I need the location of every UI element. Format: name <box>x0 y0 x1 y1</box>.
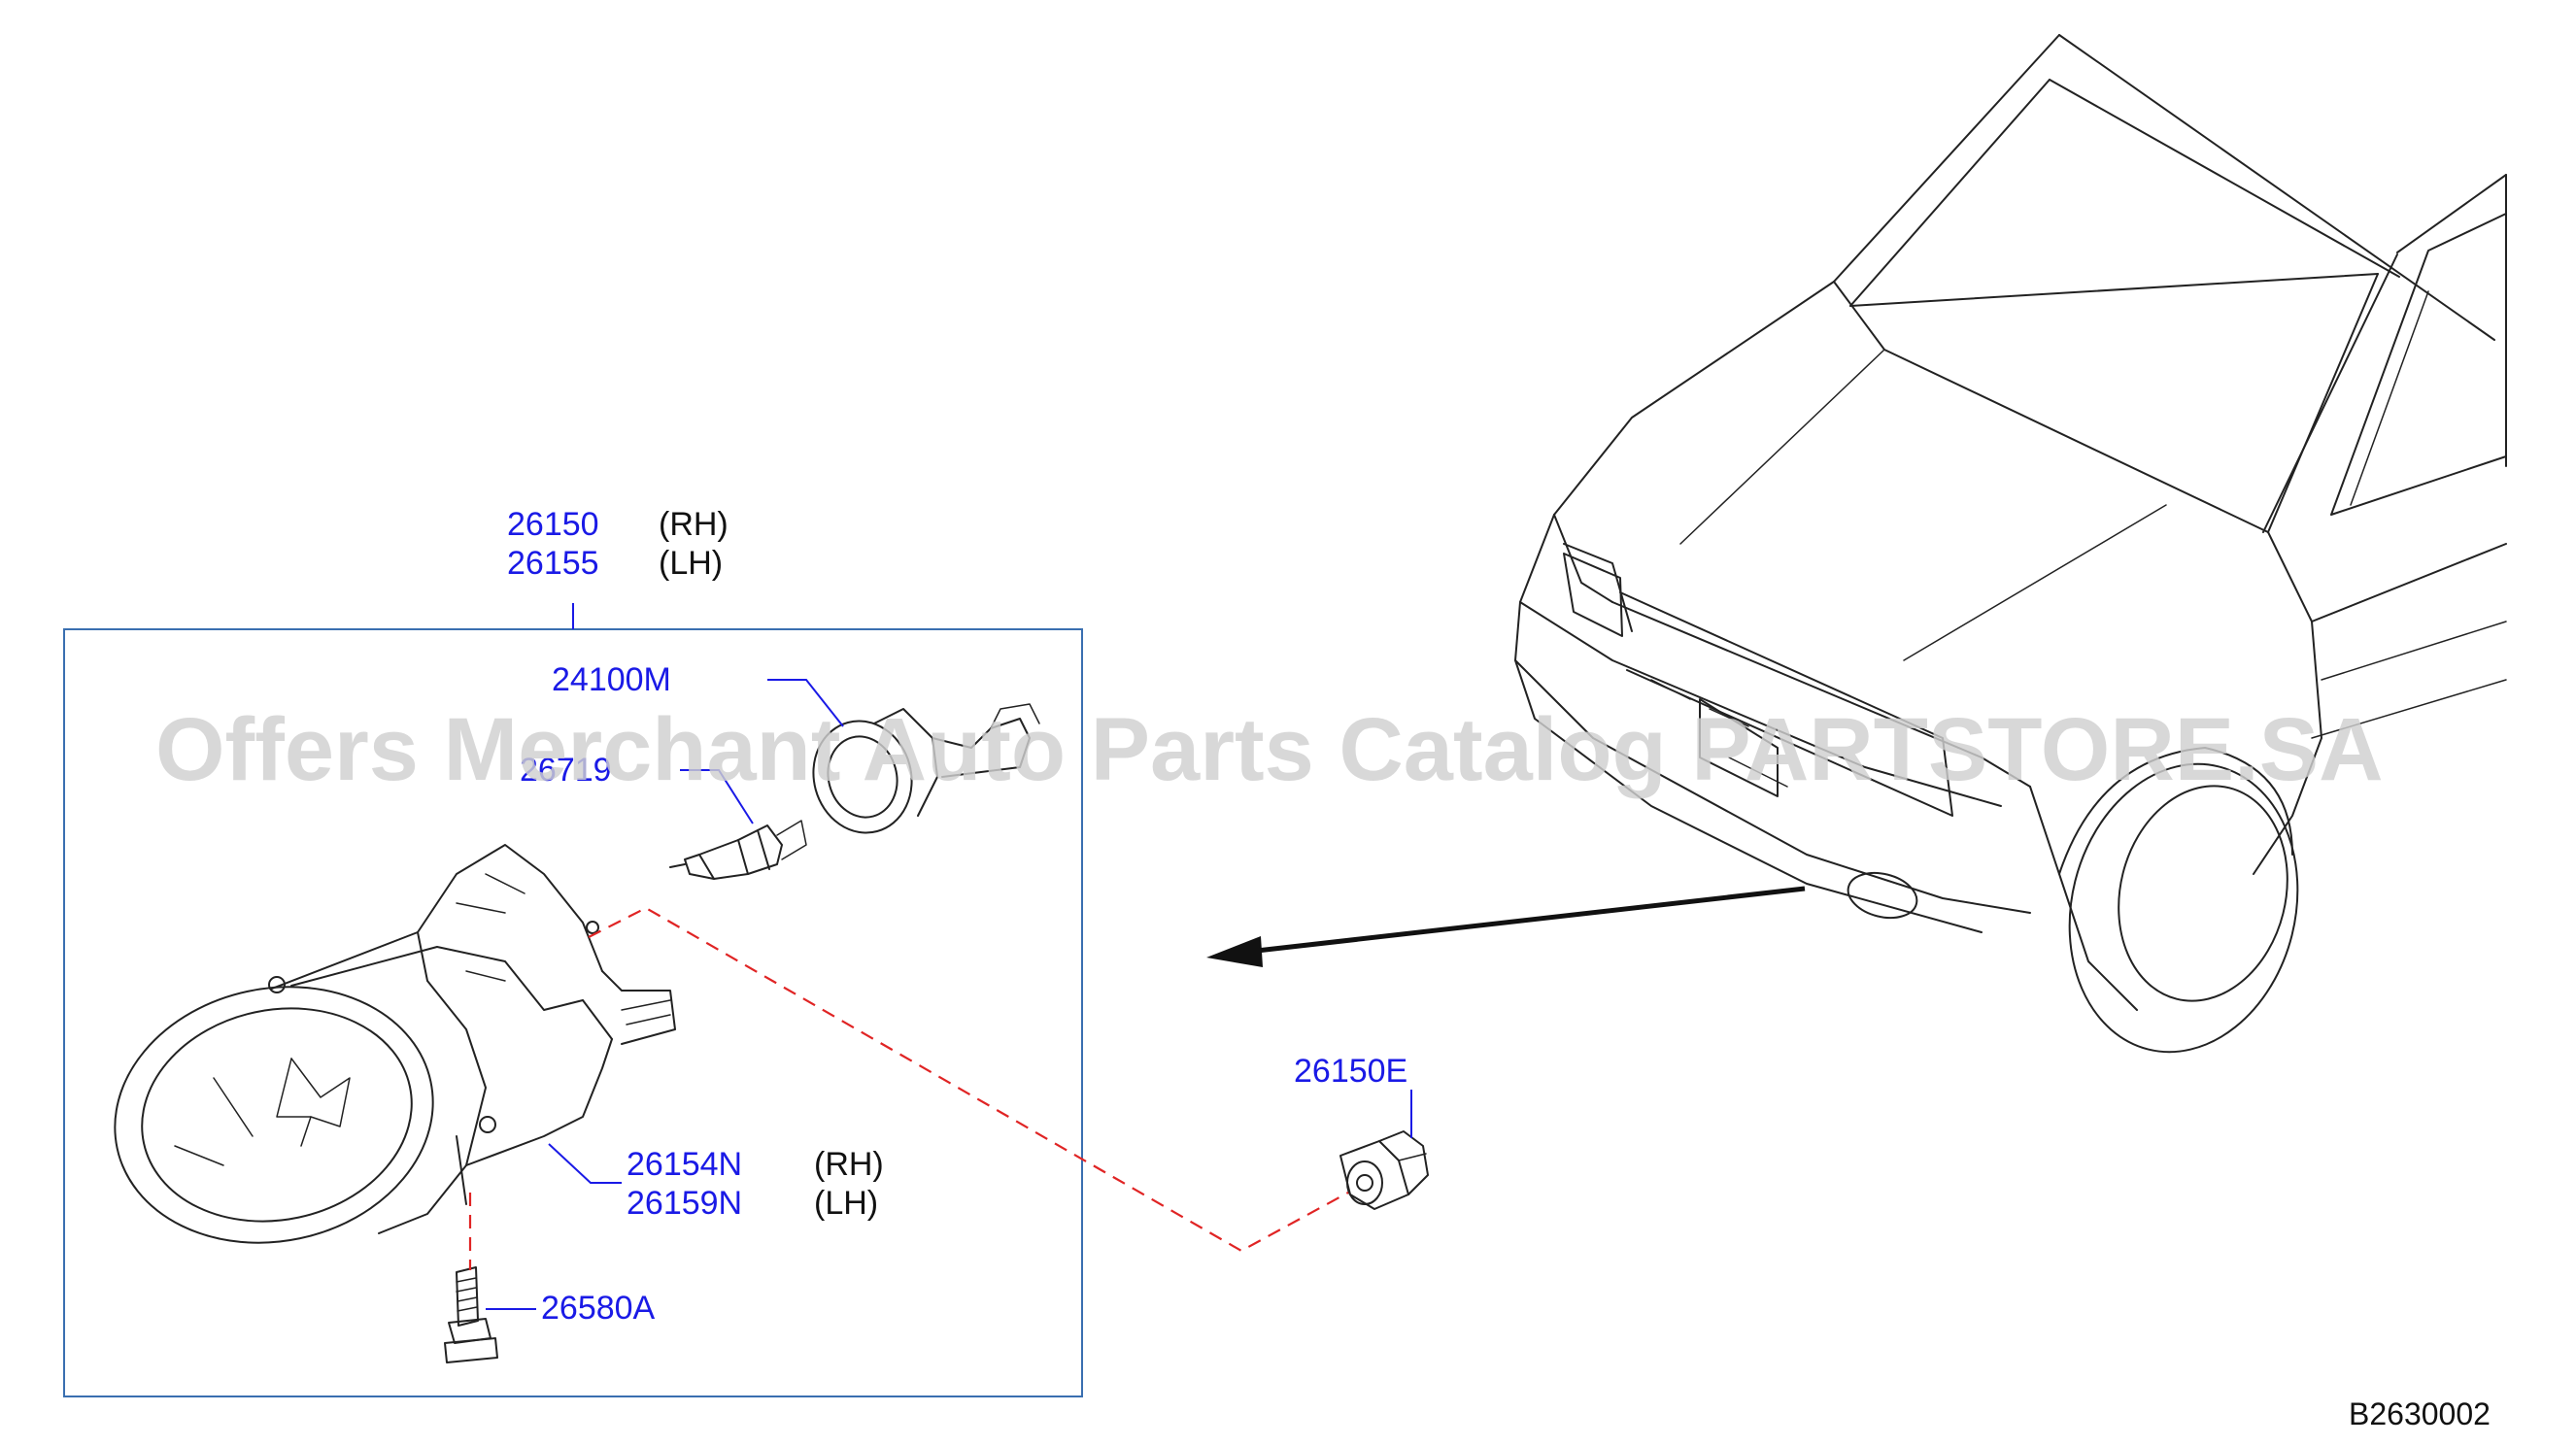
label-bolt-pn[interactable]: 26580A <box>541 1290 656 1327</box>
label-housing-rh-side: (RH) <box>659 506 729 543</box>
label-lamp-rh-side: (RH) <box>814 1146 884 1183</box>
label-lamp-lh-pn[interactable]: 26159N <box>627 1185 742 1222</box>
watermark-text: Offers Merchant Auto Parts Catalog PARTS… <box>155 700 2384 799</box>
vehicle-illustration <box>1514 34 2507 1054</box>
leader-bulb <box>680 769 754 824</box>
label-lamp-lh-side: (LH) <box>814 1185 878 1222</box>
label-housing-rh-pn[interactable]: 26150 <box>507 506 599 543</box>
leader-lamp <box>548 1143 622 1184</box>
label-socket-pn[interactable]: 24100M <box>552 661 671 698</box>
label-lamp-rh-pn[interactable]: 26154N <box>627 1146 742 1183</box>
clip-position-connector <box>588 906 1349 1253</box>
bolt-illustration <box>444 1266 498 1363</box>
diagram-code: B2630002 <box>2349 1396 2491 1431</box>
socket-illustration <box>812 703 1040 834</box>
fog-lamp-illustration <box>114 844 676 1244</box>
location-arrow <box>1206 886 1806 967</box>
label-housing-lh-side: (LH) <box>659 545 723 582</box>
label-clip-pn[interactable]: 26150E <box>1294 1053 1407 1090</box>
clip-illustration <box>1339 1130 1429 1210</box>
label-housing-lh-pn[interactable]: 26155 <box>507 545 599 582</box>
label-bulb-pn[interactable]: 26719 <box>520 752 612 789</box>
leader-socket <box>767 679 844 727</box>
bulb-illustration <box>669 820 807 880</box>
